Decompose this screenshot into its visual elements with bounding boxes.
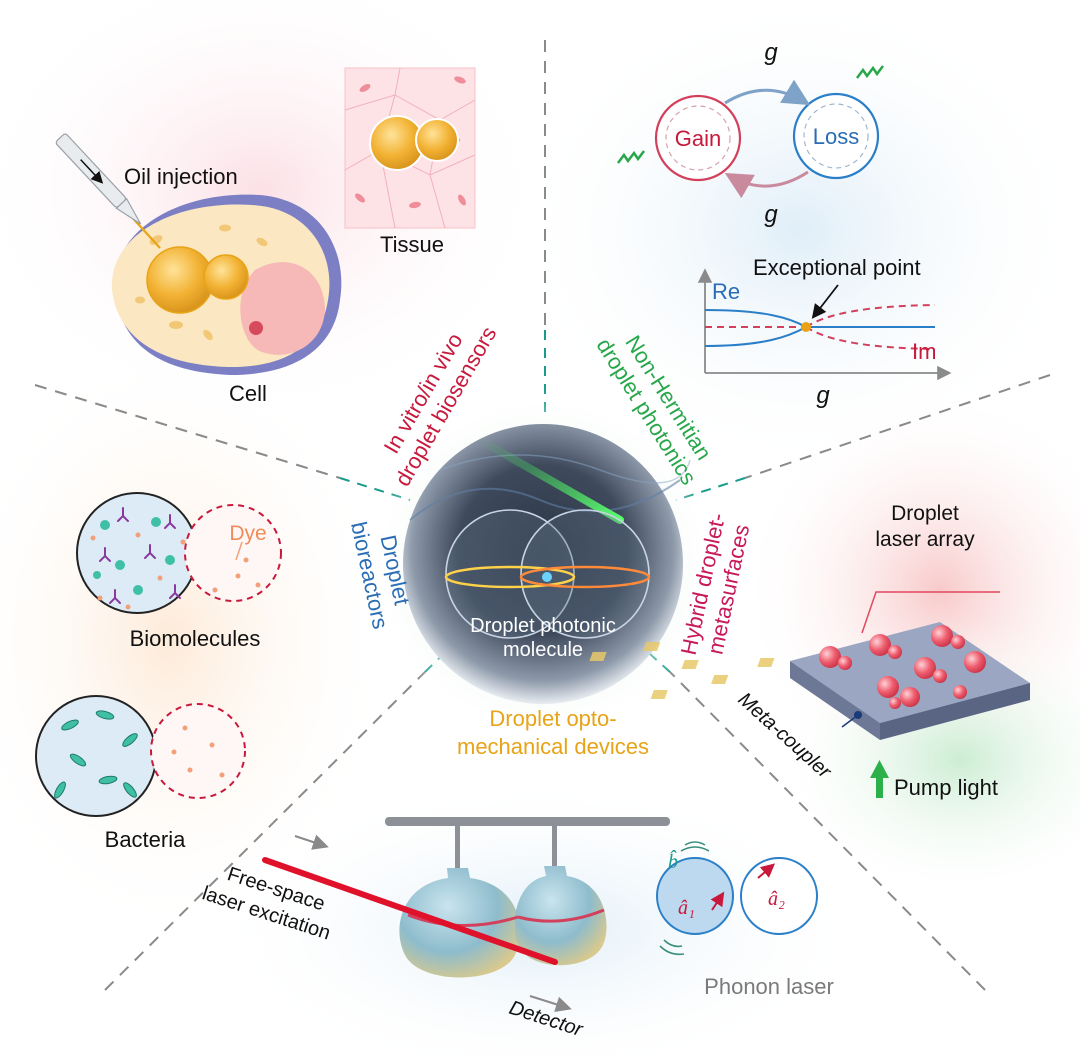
output-photon-icon: [856, 65, 884, 79]
pump-light-label: Pump light: [894, 775, 998, 800]
hanging-droplet-right: [514, 866, 607, 966]
gain-ring: [654, 94, 742, 182]
bacteria-illustration: [35, 695, 246, 817]
meta-coupler-marker: [854, 711, 862, 719]
oil-injection-label: Oil injection: [124, 164, 238, 189]
exceptional-point-marker: [801, 322, 811, 332]
dye-label: Dye: [229, 522, 266, 545]
tissue-illustration: [344, 67, 476, 229]
gain-label: Gain: [675, 126, 721, 151]
optomech-title-line1: Droplet opto-: [489, 706, 616, 731]
a1-hat-label: â₁: [678, 897, 695, 919]
nonhermitian-glow: [510, 0, 1080, 470]
cell-illustration: [55, 133, 342, 375]
biomolecules-label: Biomolecules: [130, 626, 261, 651]
input-arrow: [294, 834, 329, 850]
phonon-wave-icons: [659, 841, 710, 956]
biomolecule-droplet: [76, 492, 198, 614]
excitation-laser-beam: [262, 857, 558, 965]
laser-array-label-line2: laser array: [875, 528, 975, 551]
hanging-droplets: [262, 817, 670, 1013]
loss-inner-ring: [803, 103, 869, 169]
a1-arrow: [710, 891, 725, 911]
cell-droplet-right: [203, 254, 249, 300]
whispering-mode-left: [444, 565, 576, 589]
coupling-arrow-top: [724, 79, 811, 106]
laser-array-pointer: [861, 591, 1000, 634]
whispering-mode-right: [519, 565, 651, 589]
pump-arrow-icon: [870, 760, 889, 798]
tissue-label: Tissue: [380, 232, 444, 257]
ep-pointer: [811, 284, 839, 319]
im-branches: [805, 304, 936, 350]
re-label: Re: [712, 279, 740, 304]
bacteria-label: Bacteria: [105, 827, 186, 852]
center-label-line1: Droplet photonic: [470, 615, 616, 637]
dye-droplet: [184, 504, 282, 602]
metasurface-chip: [589, 591, 1030, 798]
chip-top: [790, 622, 1030, 723]
laser-array-label-line1: Droplet: [891, 502, 959, 525]
center-sphere: [403, 424, 683, 704]
cell-label: Cell: [229, 381, 267, 406]
loss-label: Loss: [813, 124, 859, 149]
chip-left-side: [790, 661, 880, 740]
im-label: Im: [912, 339, 936, 364]
sector-dividers: [34, 40, 1051, 991]
input-photon-icon: [617, 150, 645, 164]
b-hat-label: b̂: [668, 849, 678, 873]
cell-droplet-left: [146, 246, 214, 314]
exceptional-point-label: Exceptional point: [753, 255, 921, 280]
laser-droplets: [819, 625, 986, 709]
gain-inner-ring: [665, 105, 731, 171]
coupling-spot: [542, 572, 552, 582]
coupling-arrow-bottom: [724, 170, 809, 199]
injection-pipette: [55, 133, 142, 225]
a2-hat-label: â₂: [768, 888, 785, 910]
coupling-label-top: g: [764, 39, 778, 66]
gain-loss-resonators: [617, 65, 884, 199]
a2-arrow: [757, 863, 776, 879]
inner-droplet-left: [445, 509, 575, 639]
center-wave-2: [439, 454, 691, 484]
biomolecules-illustration: [76, 492, 282, 614]
phonon-laser-illustration: [656, 841, 818, 956]
empty-droplet: [150, 703, 246, 799]
ep-plot: [697, 268, 952, 381]
tissue-droplet-right: [415, 118, 459, 162]
phonon-droplet-left: [656, 857, 734, 935]
center-label-line2: molecule: [503, 639, 583, 661]
loss-ring: [792, 92, 880, 180]
hanging-droplet-left: [399, 868, 521, 978]
optomech-title-line2: mechanical devices: [457, 734, 649, 759]
chip-front-side: [880, 683, 1030, 740]
inner-droplet-right: [520, 509, 650, 639]
ep-x-axis-label: g: [816, 382, 830, 409]
phonon-laser-label: Phonon laser: [704, 974, 834, 999]
support-rod: [385, 817, 670, 826]
center-wave: [409, 479, 681, 521]
green-beam: [476, 436, 624, 524]
sector-title-optomech: Droplet opto- mechanical devices: [457, 706, 649, 759]
output-arrow: [529, 995, 572, 1013]
coupling-label-bottom: g: [764, 201, 778, 228]
